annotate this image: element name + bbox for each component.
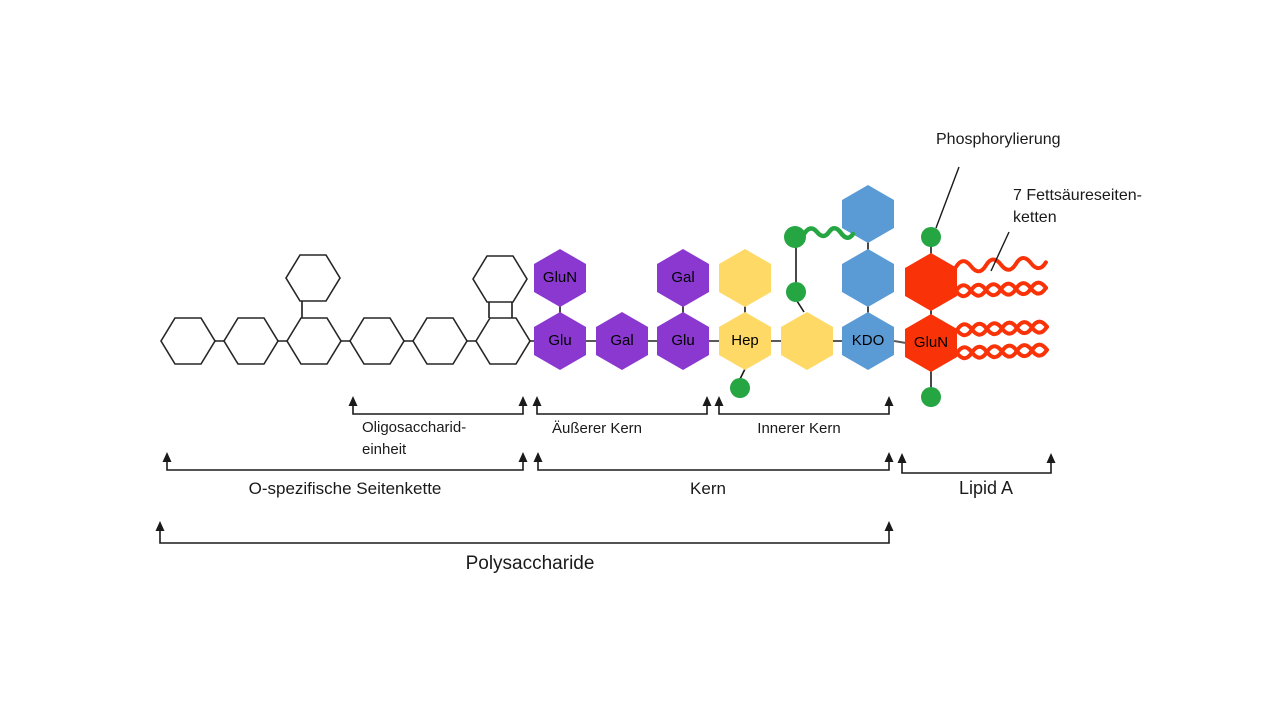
hexagon-glun-lipid-2: [905, 253, 957, 311]
o-antigen-hexagon: [349, 317, 405, 365]
green-side-chain-squiggle: [801, 226, 856, 240]
fatty-acid-chain-pair: [957, 344, 1047, 358]
fatty-acid-pointer-line: [990, 231, 1010, 272]
bracket-outer-core: [532, 396, 712, 415]
fatty-acid-chain-pair: [956, 282, 1046, 296]
bracket-inner-core: [714, 396, 894, 415]
sugar-label-gal-chain: Gal: [610, 332, 634, 349]
hexagon-kdo-2: [842, 249, 894, 307]
o-specific-side-chain-label: O-spezifische Seitenkette: [248, 479, 442, 498]
phosphate-dot: [921, 227, 941, 247]
o-antigen-hexagon: [160, 317, 216, 365]
polysaccharide-label: Polysaccharide: [465, 553, 595, 574]
o-antigen-hexagon: [412, 317, 468, 365]
fatty-acid-chain-single: [956, 257, 1046, 273]
sugar-label-gal-branch: Gal: [671, 269, 695, 286]
bracket-core: [533, 452, 894, 471]
fatty-acid-label-line2: ketten: [1013, 209, 1057, 226]
phosphate-dot: [784, 226, 806, 248]
bracket-oligosaccharide-unit: [348, 396, 528, 415]
fatty-acid-chain-pair: [957, 321, 1047, 335]
phosphate-dot: [786, 282, 806, 302]
o-antigen-hexagon: [286, 317, 342, 365]
hexagon-kdo-3: [842, 185, 894, 243]
sugar-label-hep: Hep: [731, 332, 759, 349]
lipid-a-label: Lipid A: [958, 478, 1014, 498]
bracket-lipid-a: [897, 453, 1056, 474]
sugar-label-glun-core: GluN: [542, 269, 578, 286]
inner-core-label: Innerer Kern: [757, 420, 841, 437]
phosphate-dot: [921, 387, 941, 407]
sugar-label-glun-lipid: GluN: [913, 334, 949, 351]
o-antigen-hexagon: [223, 317, 279, 365]
o-antigen-hexagons: [160, 254, 531, 365]
sugar-label-glu-2: Glu: [671, 332, 695, 349]
branch-connectors: [301, 242, 932, 388]
o-antigen-branch-hexagon: [285, 254, 341, 302]
phosphate-dot: [730, 378, 750, 398]
phosphate-groups: [730, 226, 941, 407]
o-antigen-hexagon: [475, 317, 531, 365]
bracket-polysaccharide: [155, 521, 894, 544]
sugar-label-glu-1: Glu: [548, 332, 572, 349]
oligosaccharide-unit-label-line2: einheit: [362, 441, 407, 458]
phosphorylation-label: Phosphorylierung: [936, 131, 1061, 148]
fatty-acid-label-line1: 7 Fettsäureseiten-: [1013, 187, 1142, 204]
oligosaccharide-unit-label-line1: Oligosaccharid-: [362, 419, 467, 436]
o-antigen-branch-hexagon: [472, 255, 528, 303]
outer-core-label: Äußerer Kern: [551, 420, 643, 437]
core-label: Kern: [690, 479, 726, 498]
hexagon-hep-2: [781, 312, 833, 370]
bracket-o-specific-side-chain: [162, 452, 528, 471]
hexagon-hep-branch: [719, 249, 771, 307]
phosphorylation-pointer-line: [935, 166, 960, 229]
sugar-label-kdo: KDO: [851, 332, 885, 349]
